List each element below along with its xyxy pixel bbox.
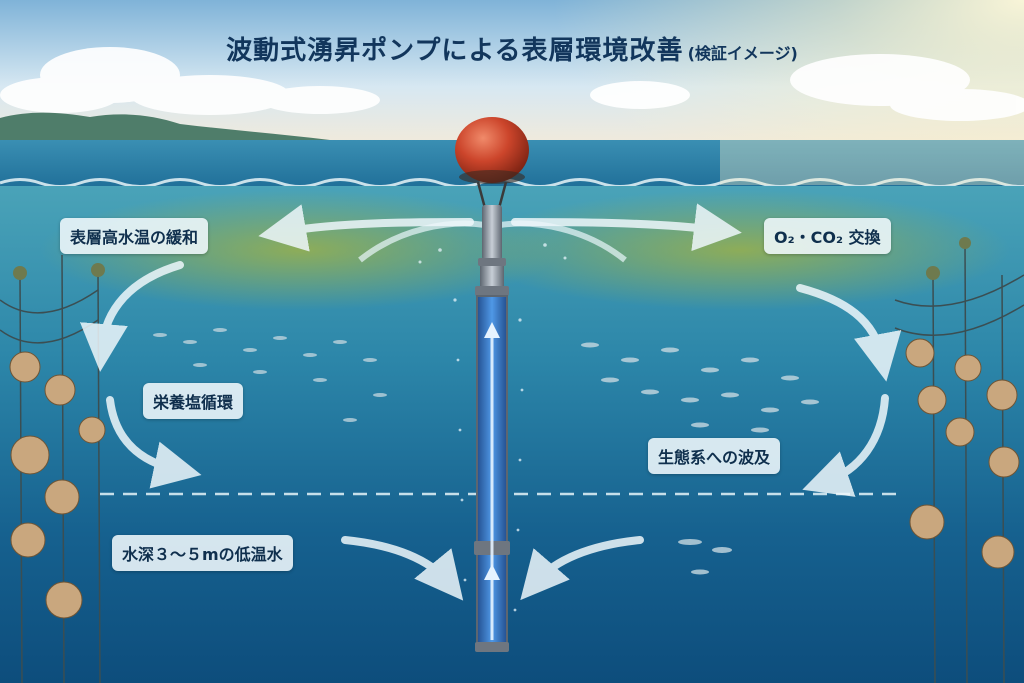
arrow-intake-right bbox=[520, 536, 644, 601]
arrow-loop-right-bottom bbox=[802, 394, 889, 497]
fish-school-left bbox=[153, 328, 387, 422]
arrow-loop-left-top bbox=[79, 261, 184, 372]
arrow-loop-right-top bbox=[796, 284, 902, 382]
label-ecosystem: 生態系への波及 bbox=[648, 438, 781, 474]
wave-line bbox=[0, 178, 1024, 188]
label-surface-temp: 表層高水温の緩和 bbox=[60, 218, 209, 254]
arrow-surface-right bbox=[511, 203, 742, 252]
fish-school-right bbox=[581, 342, 819, 575]
scallops-right bbox=[905, 338, 1020, 569]
algae-right bbox=[470, 190, 1010, 310]
rope-floats-left bbox=[13, 263, 105, 280]
pump-nozzle bbox=[482, 205, 502, 260]
bubbles bbox=[418, 243, 567, 612]
arrow-surface-left bbox=[258, 204, 474, 252]
label-nutrient-cycle: 栄養塩循環 bbox=[143, 383, 244, 419]
scallops-left bbox=[9, 351, 106, 619]
label-deep-water: 水深３～５mの低温水 bbox=[112, 535, 293, 571]
clouds bbox=[0, 47, 1024, 121]
title-main: 波動式湧昇ポンプによる表層環境改善 bbox=[226, 36, 684, 66]
sun-glitter bbox=[720, 140, 1024, 185]
scallop-ropes-right bbox=[894, 244, 1024, 683]
rope-floats-right bbox=[926, 237, 971, 280]
title-subtitle: (検証イメージ) bbox=[687, 44, 798, 63]
buoy bbox=[455, 117, 529, 183]
label-gas-exchange: O₂・CO₂ 交換 bbox=[764, 218, 891, 254]
arrow-intake-left bbox=[341, 536, 464, 601]
flow-arrows bbox=[79, 203, 902, 601]
distant-coastline bbox=[0, 112, 330, 142]
arrow-loop-left-bottom bbox=[106, 396, 202, 489]
upwelling-pump bbox=[455, 117, 529, 652]
diagram-title: 波動式湧昇ポンプによる表層環境改善(検証イメージ) bbox=[0, 30, 1024, 67]
